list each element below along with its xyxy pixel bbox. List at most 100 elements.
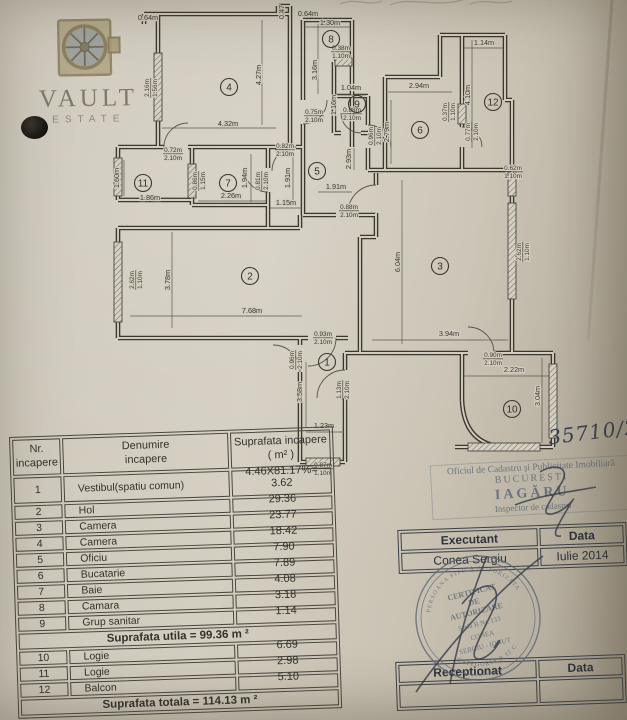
- table-cell: 7: [16, 583, 66, 600]
- svg-text:0.64m: 0.64m: [138, 13, 158, 22]
- plan-windows: [113, 52, 558, 467]
- dim-label: 1.91m: [325, 181, 348, 192]
- dim-label: 3.58m: [294, 381, 305, 404]
- svg-text:3.58m: 3.58m: [295, 382, 304, 402]
- dim-label: 3.78m: [162, 269, 173, 292]
- svg-text:1.91m: 1.91m: [326, 182, 346, 191]
- hole-punch: [21, 116, 48, 139]
- dim-label: 1.16m: [328, 94, 339, 117]
- svg-text:2.22m: 2.22m: [504, 365, 524, 374]
- svg-text:0.77m: 0.77m: [465, 123, 472, 141]
- svg-text:0.62m: 0.62m: [504, 165, 522, 172]
- svg-text:7: 7: [225, 178, 231, 189]
- svg-text:3.78m: 3.78m: [163, 270, 172, 290]
- svg-text:2.16m: 2.16m: [144, 79, 151, 97]
- faint-handwriting: [339, 0, 513, 6]
- svg-text:2.10m: 2.10m: [297, 351, 304, 369]
- svg-text:2: 2: [247, 271, 253, 282]
- svg-text:1.60m: 1.60m: [112, 168, 121, 188]
- svg-text:2.94m: 2.94m: [409, 81, 429, 90]
- table-cell: 8: [17, 599, 67, 616]
- svg-text:0.96m: 0.96m: [368, 127, 375, 145]
- svg-text:2.10m: 2.10m: [164, 155, 182, 162]
- dim-label: 2.26m: [220, 190, 243, 201]
- svg-text:1.10m: 1.10m: [332, 53, 350, 60]
- svg-text:0.87m: 0.87m: [314, 462, 332, 469]
- table-cell: Vestibul(spatiu comun): [63, 470, 231, 502]
- room-number: 5: [307, 161, 327, 181]
- svg-text:2.79m: 2.79m: [382, 122, 391, 142]
- svg-text:4.10m: 4.10m: [463, 85, 472, 105]
- svg-text:8: 8: [328, 34, 334, 45]
- svg-text:1.10m: 1.10m: [450, 103, 457, 121]
- dim-label: 1.23m: [313, 420, 336, 431]
- room-number: 1: [317, 352, 337, 372]
- dim-label: 2.93m: [343, 148, 354, 171]
- svg-text:1.14m: 1.14m: [474, 38, 494, 47]
- room-number: 6: [410, 120, 430, 140]
- dim-label: 1.86m: [139, 192, 162, 203]
- room-numbers: 4 8 12 9 6 11 7 5 2 3 1 10: [133, 29, 522, 419]
- dim-label: 3.16m: [309, 59, 320, 82]
- dim-label: 1.14m: [473, 37, 496, 48]
- dim-label: 1.94m: [239, 167, 250, 190]
- svg-text:0.90m: 0.90m: [484, 352, 502, 359]
- room-number: 8: [321, 29, 341, 49]
- svg-text:1.30m: 1.30m: [320, 18, 340, 27]
- svg-text:2.62m: 2.62m: [129, 271, 136, 289]
- dim-label: 4.10m: [462, 84, 473, 107]
- table-cell: 11: [19, 665, 69, 682]
- svg-text:1.86m: 1.86m: [140, 193, 160, 202]
- dim-label: 1.15m: [275, 197, 298, 208]
- svg-text:3: 3: [437, 261, 443, 272]
- room-number: 4: [219, 77, 239, 97]
- room-number: 11: [133, 173, 153, 193]
- vault-estate-logo: VAULT ESTATE: [29, 17, 147, 126]
- cadastre-office-stamp: Oficiul de Cadastru și Publicitate Imobi…: [429, 454, 627, 521]
- dimension-lines: [120, 20, 550, 443]
- dim-label: 2.22m: [503, 364, 526, 375]
- svg-text:0.93m: 0.93m: [314, 331, 332, 338]
- executant-data-header: Data: [539, 525, 624, 547]
- dim-label: 1.60m: [111, 167, 122, 190]
- dim-label: 6.04m: [392, 251, 403, 274]
- svg-text:2.10m: 2.10m: [276, 151, 294, 158]
- room-number: 12: [483, 92, 503, 112]
- room-number: 9: [347, 94, 367, 114]
- dim-label: 2.94m: [408, 80, 431, 91]
- svg-text:0.38m: 0.38m: [332, 45, 350, 52]
- table-cell: 9: [17, 615, 67, 632]
- svg-text:0.47: 0.47: [277, 5, 286, 19]
- svg-text:2.62m: 2.62m: [516, 243, 523, 261]
- table-cell: 5.10: [238, 670, 339, 691]
- table-cell: 4: [15, 535, 64, 552]
- svg-text:0.82m: 0.82m: [276, 143, 294, 150]
- svg-text:6.04m: 6.04m: [393, 252, 402, 272]
- svg-text:10: 10: [506, 404, 518, 415]
- svg-text:0.75m: 0.75m: [305, 109, 323, 116]
- svg-text:2.26m: 2.26m: [221, 191, 241, 200]
- table-cell: 12: [20, 681, 69, 698]
- table-cell: 6: [16, 567, 66, 584]
- room-number: 7: [218, 173, 238, 193]
- svg-text:3.94m: 3.94m: [439, 329, 459, 338]
- svg-text:1.91m: 1.91m: [283, 168, 292, 188]
- dim-label: 0.64m: [297, 8, 320, 19]
- svg-text:2.10m: 2.10m: [263, 172, 270, 190]
